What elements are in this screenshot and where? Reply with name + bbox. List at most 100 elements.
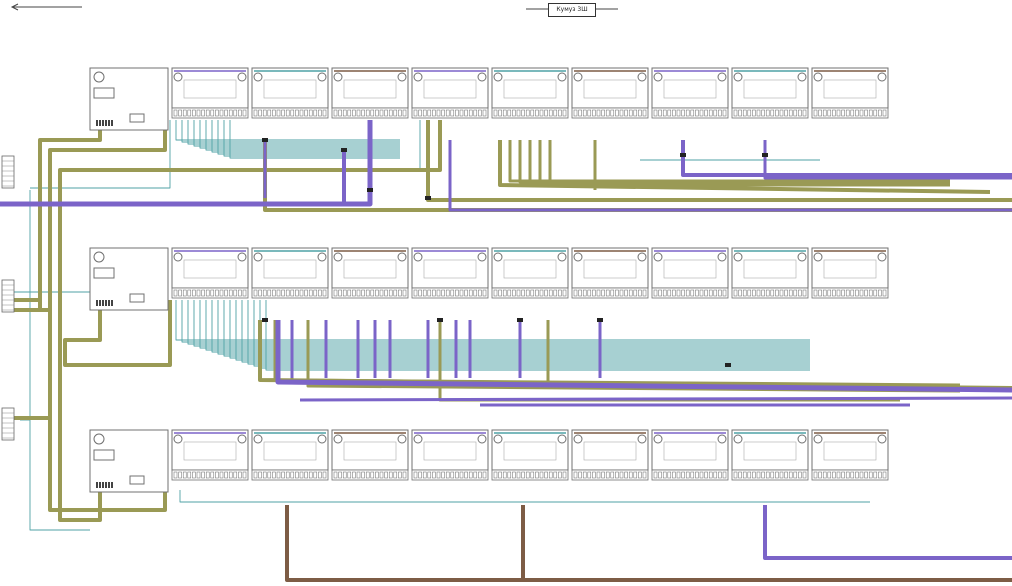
terminal-screw	[822, 471, 827, 479]
terminal-screw	[704, 471, 708, 479]
logo-icon	[413, 72, 423, 82]
terminal-screw	[413, 289, 418, 297]
terminal-screw	[596, 109, 601, 117]
terminal-screw	[187, 289, 192, 297]
controller-frame	[89, 67, 169, 131]
terminal-screw	[761, 109, 765, 117]
module-frame	[331, 67, 409, 109]
module-panel	[503, 441, 557, 461]
module-frame	[731, 429, 809, 471]
terminal-screw	[464, 289, 468, 297]
terminal-screw	[582, 471, 587, 479]
io-module	[251, 67, 329, 109]
logo-icon	[653, 252, 663, 262]
terminal-screw	[436, 289, 441, 297]
terminal-screw	[201, 471, 205, 479]
power-wire	[273, 320, 961, 387]
terminal-screw	[539, 471, 544, 479]
terminal-screw	[779, 471, 784, 479]
terminal-screw	[864, 109, 868, 117]
side-terminal-block	[1, 155, 15, 189]
terminal-screw	[685, 471, 690, 479]
block-frame	[1, 155, 15, 189]
terminal-screw	[836, 289, 841, 297]
module-frame	[411, 429, 489, 471]
terminal-screw	[685, 289, 690, 297]
module-frame	[251, 247, 329, 289]
terminal-screw	[356, 471, 361, 479]
terminal-screw	[535, 109, 539, 117]
signal-wire	[253, 300, 810, 367]
terminal-screw	[658, 109, 662, 117]
terminal-screw	[676, 109, 681, 117]
module-panel	[503, 79, 557, 99]
terminal-screw	[653, 109, 658, 117]
terminal-pin	[96, 120, 98, 126]
io-module	[251, 247, 329, 289]
terminal-screw	[562, 471, 567, 479]
terminal-screw	[747, 109, 752, 117]
terminal-screw	[855, 289, 859, 297]
terminal-screw	[592, 109, 596, 117]
terminal-screw	[356, 289, 361, 297]
terminal-screw	[468, 109, 473, 117]
terminal-screw	[384, 289, 388, 297]
terminal-screw	[619, 109, 624, 117]
terminal-screw	[633, 109, 638, 117]
logo-icon	[93, 433, 105, 445]
terminal-screw	[784, 289, 788, 297]
terminal-strip	[731, 107, 809, 119]
bus-wire	[299, 396, 1012, 402]
terminal-screw	[761, 471, 765, 479]
terminal-screw	[878, 289, 882, 297]
logo-icon	[173, 252, 183, 262]
terminal-screw	[610, 289, 615, 297]
power-wire	[548, 140, 950, 187]
controller-frame	[89, 429, 169, 493]
terminal-screw	[468, 471, 473, 479]
terminal-screw	[596, 289, 601, 297]
terminal-screw	[498, 289, 502, 297]
module-panel	[663, 79, 717, 99]
terminal-screw	[178, 471, 182, 479]
signal-wire	[187, 300, 810, 345]
terminal-screw	[422, 109, 427, 117]
title-label: Кумуз 3Ш	[548, 3, 596, 17]
terminal-screw	[352, 471, 356, 479]
terminal-screw	[633, 471, 638, 479]
terminal-screw	[299, 109, 304, 117]
module-panel	[583, 441, 637, 461]
terminal-screw	[450, 109, 455, 117]
ground-wire	[285, 505, 1012, 582]
terminal-screw	[432, 289, 436, 297]
terminal-screw	[802, 289, 807, 297]
signal-wire	[211, 120, 400, 153]
terminal-screw	[615, 109, 619, 117]
io-module	[171, 429, 249, 471]
power-wire	[58, 120, 442, 522]
terminal-pin	[111, 300, 113, 306]
logo-icon	[877, 72, 887, 82]
terminal-screw	[859, 471, 864, 479]
terminal-screw	[413, 471, 418, 479]
io-module	[571, 67, 649, 109]
logo-icon	[573, 72, 583, 82]
terminal-screw	[658, 471, 662, 479]
terminal-screw	[845, 109, 850, 117]
terminal-screw	[788, 109, 793, 117]
terminal-screw	[558, 109, 562, 117]
terminal-screw	[601, 109, 605, 117]
terminal-screw	[690, 289, 695, 297]
terminal-screw	[388, 289, 393, 297]
terminal-screw	[267, 109, 272, 117]
arrow-left-icon[interactable]	[10, 2, 84, 12]
logo-icon	[173, 434, 183, 444]
terminal-screw	[756, 471, 761, 479]
terminal-screw	[558, 471, 562, 479]
terminal-screw	[685, 109, 690, 117]
terminal-screw	[738, 471, 742, 479]
terminal-screw	[638, 289, 642, 297]
terminal-screw	[450, 289, 455, 297]
module-panel	[263, 441, 317, 461]
